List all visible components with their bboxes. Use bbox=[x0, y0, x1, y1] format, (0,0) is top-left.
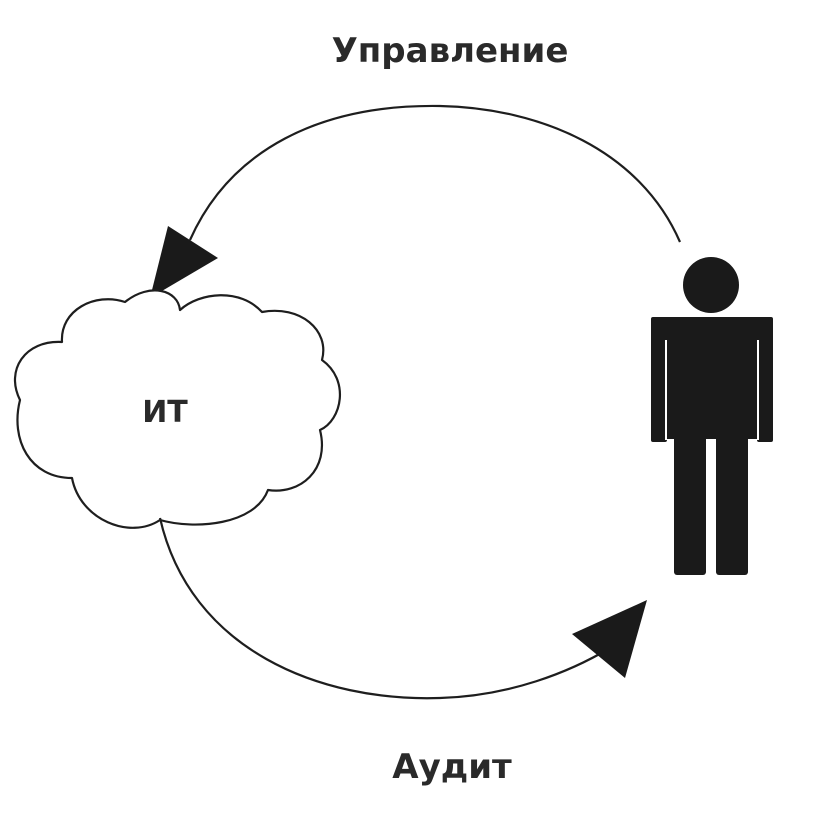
arrowhead-icon bbox=[572, 600, 647, 678]
top-label: Управление bbox=[332, 31, 569, 71]
person-icon bbox=[651, 257, 773, 575]
cloud-label: ИТ bbox=[142, 395, 188, 430]
audit-arc bbox=[158, 517, 611, 700]
governance-arc bbox=[188, 104, 682, 243]
cloud-icon bbox=[14, 289, 341, 529]
bottom-label: Аудит bbox=[392, 747, 512, 787]
arrowhead-icon bbox=[150, 226, 218, 298]
